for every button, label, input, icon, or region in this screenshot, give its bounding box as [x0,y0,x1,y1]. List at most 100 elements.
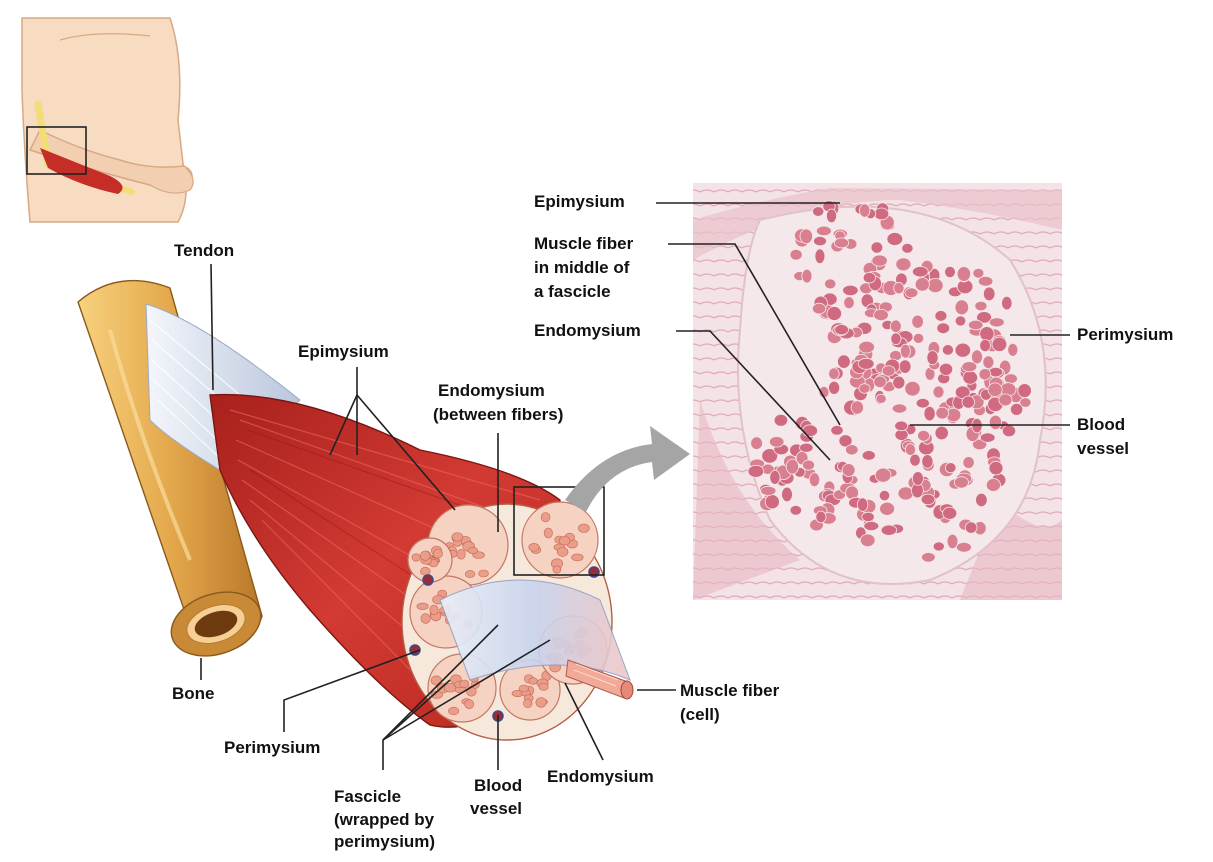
label-bone: Bone [172,684,215,704]
muscle-fiber [465,700,474,709]
micrograph-fiber [918,430,930,441]
micrograph-fiber [844,297,855,309]
micrograph-fiber [980,340,991,352]
micrograph-fiber [765,495,779,509]
micrograph-fiber [900,344,910,358]
micrograph-fiber [983,356,994,369]
label-tendon: Tendon [174,241,234,261]
label-endomysium-micro: Endomysium [534,321,641,341]
micrograph-fiber [988,383,1002,397]
muscle-fiber [544,528,552,538]
micrograph-fiber [816,226,831,236]
zoom-arrow [565,426,690,512]
micrograph-fiber [955,316,966,326]
micrograph-fiber [986,479,1000,492]
micrograph-fiber [843,285,859,295]
micrograph-fiber [957,267,970,282]
micrograph-fiber [891,333,901,345]
label-muscle-fiber-cell-1: Muscle fiber [680,681,779,701]
muscle-fiber [465,571,475,578]
micrograph-fiber [814,236,827,245]
micrograph-fiber [835,325,849,335]
micrograph-fiber [1008,343,1018,356]
micrograph-fiber [863,272,875,283]
micrograph-fiber [927,351,938,365]
micrograph-fiber [827,307,842,321]
muscle-fiber [433,549,442,558]
muscle-fiber [519,685,528,692]
muscle-fiber [417,603,428,610]
label-blood-vessel-1: Blood [474,776,522,796]
label-muscle-fiber-middle-2: in middle of [534,258,629,278]
label-fascicle-3: perimysium) [334,832,435,852]
label-epimysium-micro: Epimysium [534,192,625,212]
micrograph-fiber [774,414,788,426]
micrograph-fiber [782,487,793,502]
micrograph-fiber [989,461,1003,475]
torso-skin [22,18,186,222]
micrograph-fiber [972,350,983,364]
micrograph-fiber [978,276,993,286]
muscle-fiber [412,554,420,561]
micrograph-fiber [927,278,943,292]
micrograph-fiber [809,473,819,487]
micrograph-fiber [893,376,905,389]
label-fascicle-2: (wrapped by [334,810,434,830]
label-perimysium: Perimysium [224,738,320,758]
micrograph-fiber [962,362,977,372]
micrograph-fiber [890,320,901,332]
micrograph-fiber [813,207,824,217]
muscle-fiber [479,570,489,577]
micrograph-fiber [864,521,879,530]
micrograph-fiber [922,553,936,563]
micrograph-fiber [834,238,848,248]
micrograph-fiber [862,451,875,461]
micrograph-fiber [874,376,887,388]
micrograph-fiber [874,309,889,320]
micrograph-fiber [905,288,918,298]
micrograph-fiber [815,249,825,264]
micrograph-fiber [874,208,889,220]
muscle-fiber [536,698,546,708]
micrograph-fiber [790,505,802,515]
micrograph-fiber [935,311,947,322]
muscle-fiber [460,680,469,688]
micrograph-fiber [871,242,883,253]
micrograph-fiber [829,381,840,394]
micrograph-fiber [816,511,826,523]
micrograph-fiber [980,433,995,442]
blood-vessel [423,575,433,585]
micrograph-fiber [751,437,763,450]
micrograph-fiber [860,534,875,547]
muscle-fiber [420,551,430,560]
muscle-fiber [578,524,589,533]
micrograph-fiber [800,443,814,452]
micrograph-fiber [939,363,952,375]
label-blood-vessel-micro-2: vessel [1077,439,1129,459]
muscle-fiber [457,549,465,559]
micrograph-fiber [912,472,923,486]
label-muscle-fiber-middle-3: a fascicle [534,282,611,302]
micrograph-fiber [761,486,776,495]
micrograph-fiber [880,502,895,515]
micrograph-fiber [965,522,977,533]
micrograph-fiber [829,368,840,380]
micrograph-fiber [838,355,851,369]
micrograph-fiber [963,457,974,469]
micrograph-fiber [999,394,1012,406]
micrograph-fiber [895,421,908,431]
micrograph-fiber [899,360,911,374]
micrograph-fiber [803,460,815,470]
micrograph-fiber [842,464,855,477]
micrograph-fiber [802,269,812,283]
micrograph-fiber [954,477,968,488]
label-perimysium-micro: Perimysium [1077,325,1173,345]
micrograph-fiber [769,437,784,448]
micrograph-fiber [983,287,995,301]
micrograph-fiber [859,341,875,353]
micrograph [693,183,1062,600]
micrograph-fiber [975,301,987,311]
micrograph-fiber [955,343,971,357]
